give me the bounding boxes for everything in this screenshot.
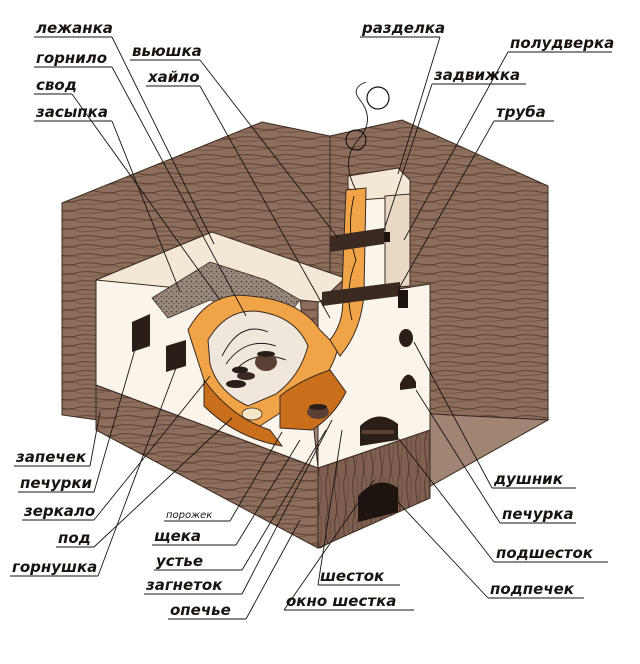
label-ustye: устье <box>156 552 203 570</box>
label-lezhanka: лежанка <box>36 19 113 37</box>
label-khaylo: хайло <box>147 68 200 86</box>
dampers <box>322 228 408 308</box>
pechurki-niches <box>132 314 186 372</box>
label-pechurki: печурки <box>20 474 93 492</box>
label-opechye: опечье <box>170 601 231 619</box>
front-details <box>360 329 416 446</box>
podpechek-opening <box>358 482 398 522</box>
label-gornilo: горнило <box>36 49 107 67</box>
label-zerkalo: зеркало <box>23 502 95 520</box>
label-podpechek: подпечек <box>490 580 575 598</box>
label-podshestok: подшесток <box>496 544 594 562</box>
label-razdelka: разделка <box>361 19 445 37</box>
label-shcheka: щека <box>154 527 201 545</box>
label-zadvizhka: задвижка <box>433 66 520 84</box>
firebox-cutaway <box>151 81 390 447</box>
firewood <box>226 366 255 388</box>
labels: лежанка горнило свод засыпка вьюшка хайл… <box>12 19 614 619</box>
label-zasypka: засыпка <box>35 103 108 121</box>
label-gornushka: горнушка <box>12 558 97 576</box>
label-zapechek: запечек <box>15 448 87 466</box>
label-okno-shestka: окно шестка <box>286 592 396 610</box>
label-pod: под <box>58 529 91 547</box>
label-vyushka: вьюшка <box>132 42 202 60</box>
label-truba: труба <box>496 103 546 121</box>
label-porozhek: порожек <box>166 510 212 521</box>
label-svod: свод <box>36 76 77 94</box>
leader-lines <box>10 36 612 620</box>
cooking-pots <box>241 351 277 421</box>
label-zagnetok: загнеток <box>145 576 223 594</box>
label-pechurka: печурка <box>502 505 574 523</box>
label-poludverka: полудверка <box>510 34 614 52</box>
stove-base <box>95 384 431 549</box>
label-shestok: шесток <box>320 567 385 585</box>
label-dushnik: душник <box>493 470 564 488</box>
